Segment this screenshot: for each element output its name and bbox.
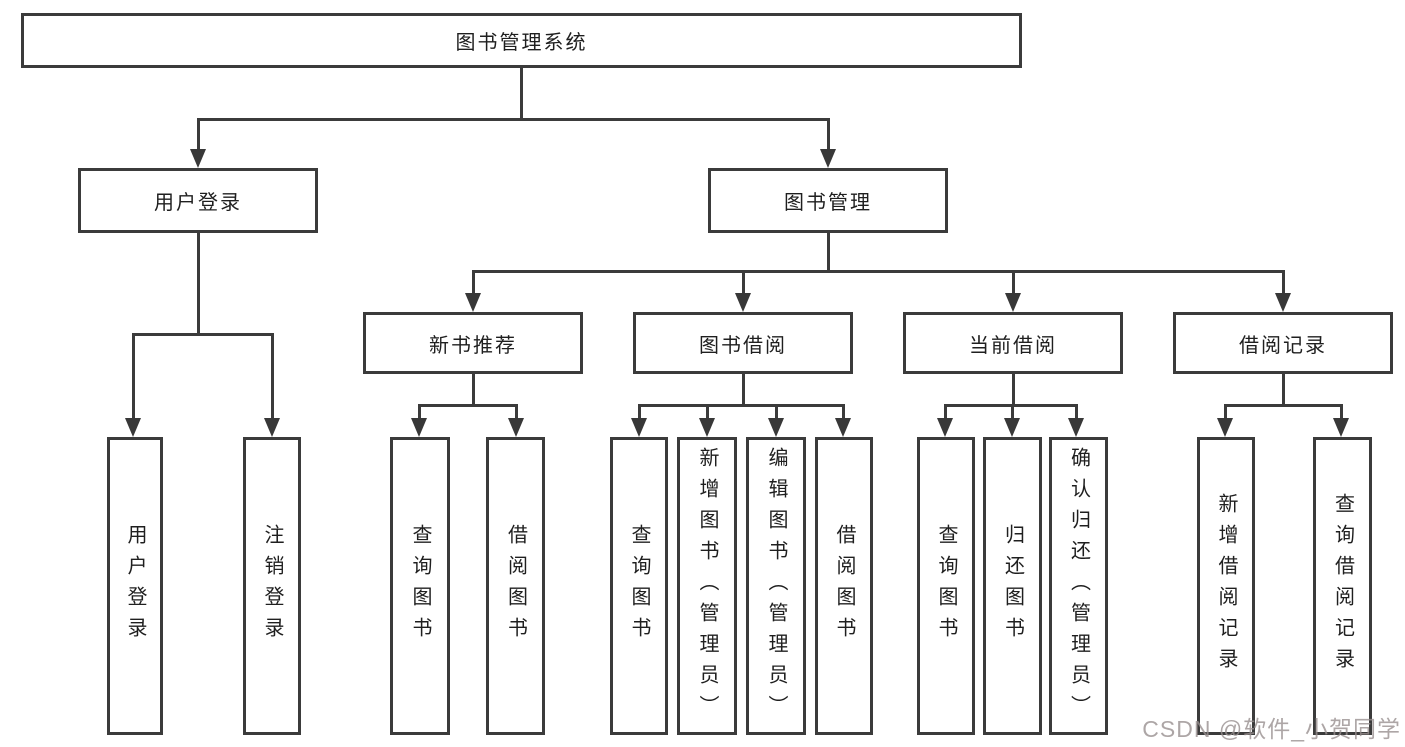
leaf-borrow-books-label: 借阅图书	[833, 524, 855, 648]
csdn-watermark: CSDN @软件_小贺同学	[1142, 716, 1401, 742]
leaf-query-books-borrowing-label: 查询图书	[628, 524, 650, 648]
arrowhead-down-icon	[735, 293, 751, 312]
connector-line	[1224, 404, 1227, 420]
leaf-confirm-return-admin-label: 确认归还（管理员）	[1067, 446, 1090, 726]
connector-line	[842, 404, 845, 420]
arrowhead-down-icon	[768, 418, 784, 437]
leaf-add-borrow-record: 新增借阅记录	[1197, 437, 1255, 735]
connector-line	[944, 404, 947, 420]
connector-line	[418, 404, 518, 407]
leaf-add-books-admin-label: 新增图书（管理员）	[696, 446, 718, 726]
connector-line	[638, 404, 641, 420]
leaf-confirm-return-admin: 确认归还（管理员）	[1049, 437, 1108, 735]
connector-line	[638, 404, 845, 407]
node-root-label: 图书管理系统	[455, 32, 588, 54]
node-new-book-recommend: 新书推荐	[363, 312, 583, 374]
node-book-borrowing: 图书借阅	[633, 312, 853, 374]
connector-line	[827, 233, 830, 273]
leaf-query-borrow-record-label: 查询借阅记录	[1331, 493, 1354, 679]
leaf-edit-books-admin: 编辑图书（管理员）	[746, 437, 806, 735]
leaf-query-books-current-label: 查询图书	[935, 524, 957, 648]
node-book-management: 图书管理	[708, 168, 948, 233]
arrowhead-down-icon	[820, 149, 836, 168]
leaf-query-borrow-record: 查询借阅记录	[1313, 437, 1372, 735]
node-user-login: 用户登录	[78, 168, 318, 233]
leaf-query-books-borrowing: 查询图书	[610, 437, 668, 735]
connector-line	[515, 404, 518, 420]
arrowhead-down-icon	[1275, 293, 1291, 312]
leaf-edit-books-admin-label: 编辑图书（管理员）	[765, 446, 787, 726]
connector-line	[472, 270, 1284, 273]
connector-line	[1340, 404, 1343, 420]
leaf-borrow-books-recommend-label: 借阅图书	[504, 524, 527, 648]
leaf-add-books-admin: 新增图书（管理员）	[677, 437, 737, 735]
arrowhead-down-icon	[125, 418, 141, 437]
connector-line	[1012, 374, 1015, 407]
connector-line	[1282, 270, 1285, 296]
connector-line	[742, 374, 745, 407]
arrowhead-down-icon	[1005, 293, 1021, 312]
node-current-borrowing: 当前借阅	[903, 312, 1123, 374]
arrowhead-down-icon	[1004, 418, 1020, 437]
arrowhead-down-icon	[508, 418, 524, 437]
arrowhead-down-icon	[699, 418, 715, 437]
connector-line	[520, 68, 523, 120]
leaf-return-books: 归还图书	[983, 437, 1042, 735]
arrowhead-down-icon	[835, 418, 851, 437]
node-book-management-label: 图书管理	[784, 192, 872, 214]
arrowhead-down-icon	[264, 418, 280, 437]
connector-line	[418, 404, 421, 420]
connector-line	[132, 333, 274, 336]
node-current-borrowing-label: 当前借阅	[969, 334, 1057, 357]
leaf-user-login-label: 用户登录	[124, 524, 146, 648]
connector-line	[706, 404, 709, 420]
arrowhead-down-icon	[1333, 418, 1349, 437]
node-new-book-recommend-label: 新书推荐	[429, 334, 517, 357]
arrowhead-down-icon	[631, 418, 647, 437]
leaf-query-books-recommend-label: 查询图书	[409, 524, 431, 648]
arrowhead-down-icon	[190, 149, 206, 168]
arrowhead-down-icon	[465, 293, 481, 312]
arrowhead-down-icon	[937, 418, 953, 437]
connector-line	[1075, 404, 1078, 420]
connector-line	[1011, 404, 1014, 420]
leaf-query-books-recommend: 查询图书	[390, 437, 450, 735]
leaf-logout-label: 注销登录	[261, 524, 283, 648]
leaf-add-borrow-record-label: 新增借阅记录	[1215, 493, 1237, 679]
connector-line	[132, 333, 135, 420]
leaf-borrow-books: 借阅图书	[815, 437, 873, 735]
leaf-return-books-label: 归还图书	[1001, 524, 1024, 648]
leaf-logout: 注销登录	[243, 437, 301, 735]
connector-line	[827, 118, 830, 151]
connector-line	[1282, 374, 1285, 407]
node-borrowing-records-label: 借阅记录	[1239, 334, 1327, 357]
connector-line	[742, 270, 745, 296]
connector-line	[197, 118, 830, 121]
connector-line	[1224, 404, 1342, 407]
leaf-borrow-books-recommend: 借阅图书	[486, 437, 545, 735]
leaf-query-books-current: 查询图书	[917, 437, 975, 735]
leaf-user-login: 用户登录	[107, 437, 163, 735]
arrowhead-down-icon	[411, 418, 427, 437]
connector-line	[472, 374, 475, 407]
connector-line	[197, 118, 200, 151]
arrowhead-down-icon	[1068, 418, 1084, 437]
node-root: 图书管理系统	[21, 13, 1022, 68]
node-user-login-label: 用户登录	[154, 192, 242, 214]
connector-line	[197, 233, 200, 336]
connector-line	[271, 333, 274, 420]
node-borrowing-records: 借阅记录	[1173, 312, 1393, 374]
connector-line	[775, 404, 778, 420]
connector-line	[472, 270, 475, 296]
node-book-borrowing-label: 图书借阅	[699, 334, 787, 357]
arrowhead-down-icon	[1217, 418, 1233, 437]
connector-line	[1012, 270, 1015, 296]
